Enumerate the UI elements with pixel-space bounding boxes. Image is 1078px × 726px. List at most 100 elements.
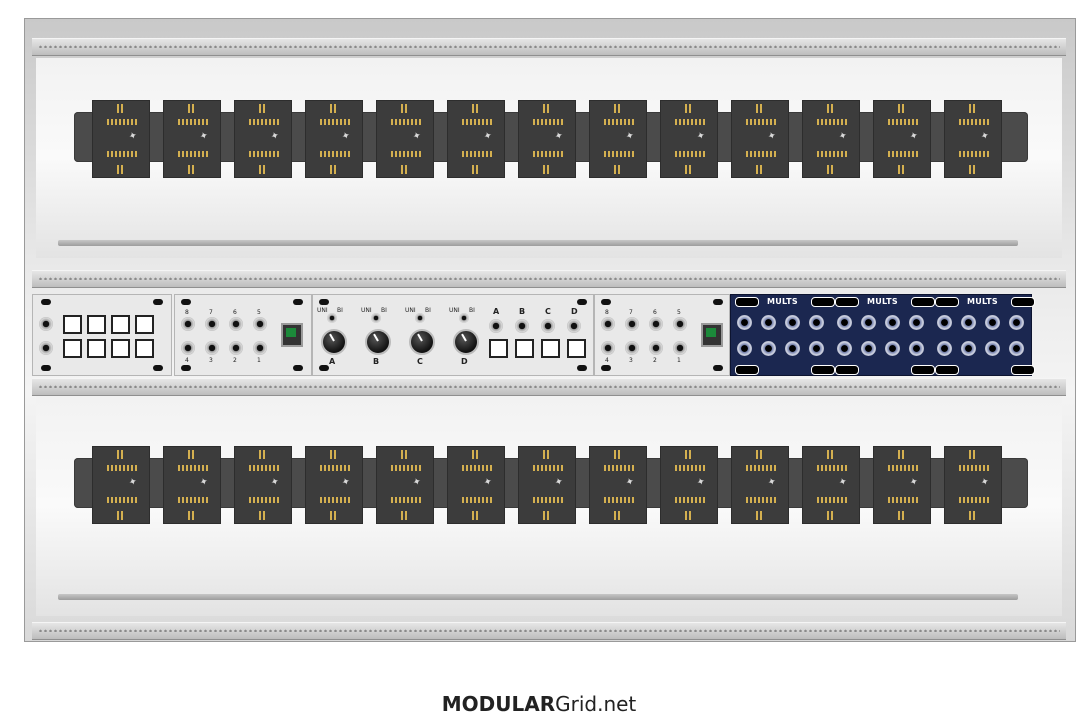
jack[interactable] <box>885 315 900 330</box>
module-quad-mult[interactable] <box>32 294 172 376</box>
header-pin <box>898 104 900 113</box>
jack[interactable] <box>1009 341 1024 356</box>
jack[interactable] <box>229 317 243 331</box>
jack[interactable] <box>515 319 529 333</box>
jack[interactable] <box>541 319 555 333</box>
jack[interactable] <box>785 315 800 330</box>
header-pin <box>401 165 403 174</box>
header-pin <box>462 151 464 157</box>
jack[interactable] <box>809 341 824 356</box>
mode-switch[interactable] <box>459 313 469 323</box>
jack[interactable] <box>809 315 824 330</box>
jack[interactable] <box>937 315 952 330</box>
jack[interactable] <box>39 317 53 331</box>
header-pin <box>695 119 697 125</box>
level-knob[interactable] <box>453 329 479 355</box>
header-pin <box>833 119 835 125</box>
level-knob[interactable] <box>321 329 347 355</box>
jack[interactable] <box>625 341 639 355</box>
header-pin <box>967 465 969 471</box>
header-pin <box>916 151 918 157</box>
jack[interactable] <box>601 317 615 331</box>
jack[interactable] <box>737 315 752 330</box>
header-pin <box>273 497 275 503</box>
header-pin <box>888 465 890 471</box>
jack[interactable] <box>601 341 615 355</box>
jack[interactable] <box>885 341 900 356</box>
jack[interactable] <box>625 317 639 331</box>
jack[interactable] <box>737 341 752 356</box>
port-label: 8 <box>185 309 189 316</box>
jack[interactable] <box>205 341 219 355</box>
header-pin <box>194 465 196 471</box>
header-pin <box>821 119 823 125</box>
bus-header: ✦ <box>447 446 505 524</box>
jack[interactable] <box>489 319 503 333</box>
level-knob[interactable] <box>365 329 391 355</box>
header-pin <box>620 119 622 125</box>
header-pin <box>348 151 350 157</box>
header-pin <box>115 465 117 471</box>
jack[interactable] <box>961 315 976 330</box>
jack[interactable] <box>837 341 852 356</box>
jack[interactable] <box>761 315 776 330</box>
jack[interactable] <box>181 341 195 355</box>
header-pin <box>553 465 555 471</box>
header-pin <box>249 151 251 157</box>
jack[interactable] <box>1009 315 1024 330</box>
header-pin <box>699 151 701 157</box>
mode-switch[interactable] <box>327 313 337 323</box>
jack[interactable] <box>985 315 1000 330</box>
header-pin <box>762 119 764 125</box>
jack[interactable] <box>253 341 267 355</box>
jack[interactable] <box>567 319 581 333</box>
jack[interactable] <box>909 341 924 356</box>
jack[interactable] <box>39 341 53 355</box>
mults-title: MULTS <box>867 297 898 306</box>
jack[interactable] <box>861 315 876 330</box>
jack[interactable] <box>785 341 800 356</box>
port-label: 8 <box>605 309 609 316</box>
jack[interactable] <box>761 341 776 356</box>
jack[interactable] <box>673 317 687 331</box>
header-pin <box>959 497 961 503</box>
header-pin <box>900 465 902 471</box>
jack[interactable] <box>181 317 195 331</box>
header-pin <box>679 497 681 503</box>
jack[interactable] <box>861 341 876 356</box>
jack[interactable] <box>229 341 243 355</box>
jack[interactable] <box>253 317 267 331</box>
header-pin <box>969 511 971 520</box>
level-knob[interactable] <box>409 329 435 355</box>
header-pin <box>604 151 606 157</box>
header-pin <box>979 151 981 157</box>
header-pin <box>332 119 334 125</box>
header-pin <box>831 511 833 520</box>
jack[interactable] <box>649 317 663 331</box>
header-pin <box>533 119 535 125</box>
rj45-port[interactable] <box>281 323 303 347</box>
jack[interactable] <box>985 341 1000 356</box>
jack[interactable] <box>649 341 663 355</box>
jack[interactable] <box>961 341 976 356</box>
header-pin <box>541 119 543 125</box>
header-pin <box>845 465 847 471</box>
header-pin <box>192 511 194 520</box>
mode-switch[interactable] <box>415 313 425 323</box>
header-pin <box>608 119 610 125</box>
rj45-port[interactable] <box>701 323 723 347</box>
row-1-gutter <box>58 240 1018 246</box>
jack[interactable] <box>673 341 687 355</box>
header-pin <box>190 497 192 503</box>
header-pin <box>330 450 332 459</box>
mode-switch[interactable] <box>371 313 381 323</box>
jack[interactable] <box>909 315 924 330</box>
jack[interactable] <box>205 317 219 331</box>
jack[interactable] <box>937 341 952 356</box>
jack[interactable] <box>837 315 852 330</box>
header-pin <box>474 497 476 503</box>
